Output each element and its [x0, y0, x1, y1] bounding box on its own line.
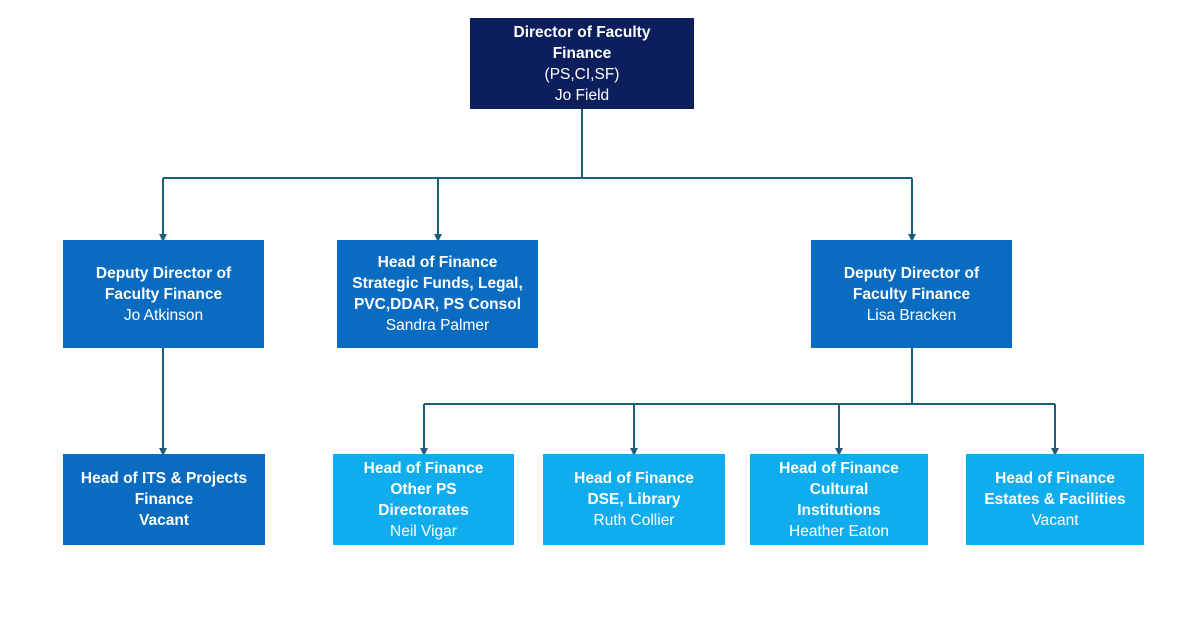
deputy-right-box: Deputy Director of Faculty Finance Lisa …: [811, 240, 1012, 348]
deputy-left-title-line1: Deputy Director of: [95, 264, 232, 282]
head-its-title-line1: Head of ITS & Projects: [80, 470, 248, 487]
head-dse-title-line1: Head of Finance: [574, 470, 694, 487]
director-box: Director of Faculty Finance (PS,CI,SF) J…: [470, 18, 694, 109]
head-other-ps-title-line2: Other PS: [390, 480, 457, 498]
head-cultural-title-line2: Cultural: [809, 480, 869, 498]
head-estates-title-line2: Estates & Facilities: [984, 491, 1126, 508]
deputy-right-title-line1: Deputy Director of: [843, 264, 980, 282]
head-cultural-box: Head of Finance Cultural Institutions He…: [750, 454, 928, 545]
head-dse-name: Ruth Collier: [593, 512, 675, 529]
deputy-left-title-line2: Faculty Finance: [104, 285, 223, 303]
head-estates-name: Vacant: [1031, 512, 1079, 529]
head-other-ps-title-line1: Head of Finance: [363, 459, 484, 477]
head-strategic-name: Sandra Palmer: [385, 317, 490, 334]
head-other-ps-box: Head of Finance Other PS Directorates Ne…: [333, 454, 514, 545]
head-other-ps-name: Neil Vigar: [390, 522, 457, 540]
head-dse-box: Head of Finance DSE, Library Ruth Collie…: [543, 454, 725, 545]
head-estates-title-line1: Head of Finance: [995, 470, 1115, 487]
head-strategic-title-line2: Strategic Funds, Legal,: [352, 275, 523, 292]
director-title-line1: Director of Faculty: [513, 23, 651, 41]
director-name: Jo Field: [554, 86, 610, 104]
head-its-name: Vacant: [139, 512, 189, 529]
head-its-box: Head of ITS & Projects Finance Vacant: [63, 454, 265, 545]
head-other-ps-title-line3: Directorates: [378, 501, 469, 519]
deputy-left-box: Deputy Director of Faculty Finance Jo At…: [63, 240, 264, 348]
head-its-title-line2: Finance: [134, 491, 194, 508]
head-cultural-title-line1: Head of Finance: [779, 459, 899, 477]
director-title-line2: Finance: [552, 44, 612, 62]
deputy-right-title-line2: Faculty Finance: [852, 285, 971, 303]
deputy-right-name: Lisa Bracken: [866, 306, 957, 324]
head-strategic-title-line1: Head of Finance: [377, 254, 498, 271]
director-scope: (PS,CI,SF): [544, 65, 620, 83]
head-dse-title-line2: DSE, Library: [587, 491, 681, 508]
head-strategic-title-line3: PVC,DDAR, PS Consol: [353, 296, 522, 313]
head-cultural-name: Heather Eaton: [789, 522, 889, 540]
head-estates-box: Head of Finance Estates & Facilities Vac…: [966, 454, 1144, 545]
head-strategic-box: Head of Finance Strategic Funds, Legal, …: [337, 240, 538, 348]
head-cultural-title-line3: Institutions: [797, 501, 881, 519]
deputy-left-name: Jo Atkinson: [123, 306, 204, 324]
